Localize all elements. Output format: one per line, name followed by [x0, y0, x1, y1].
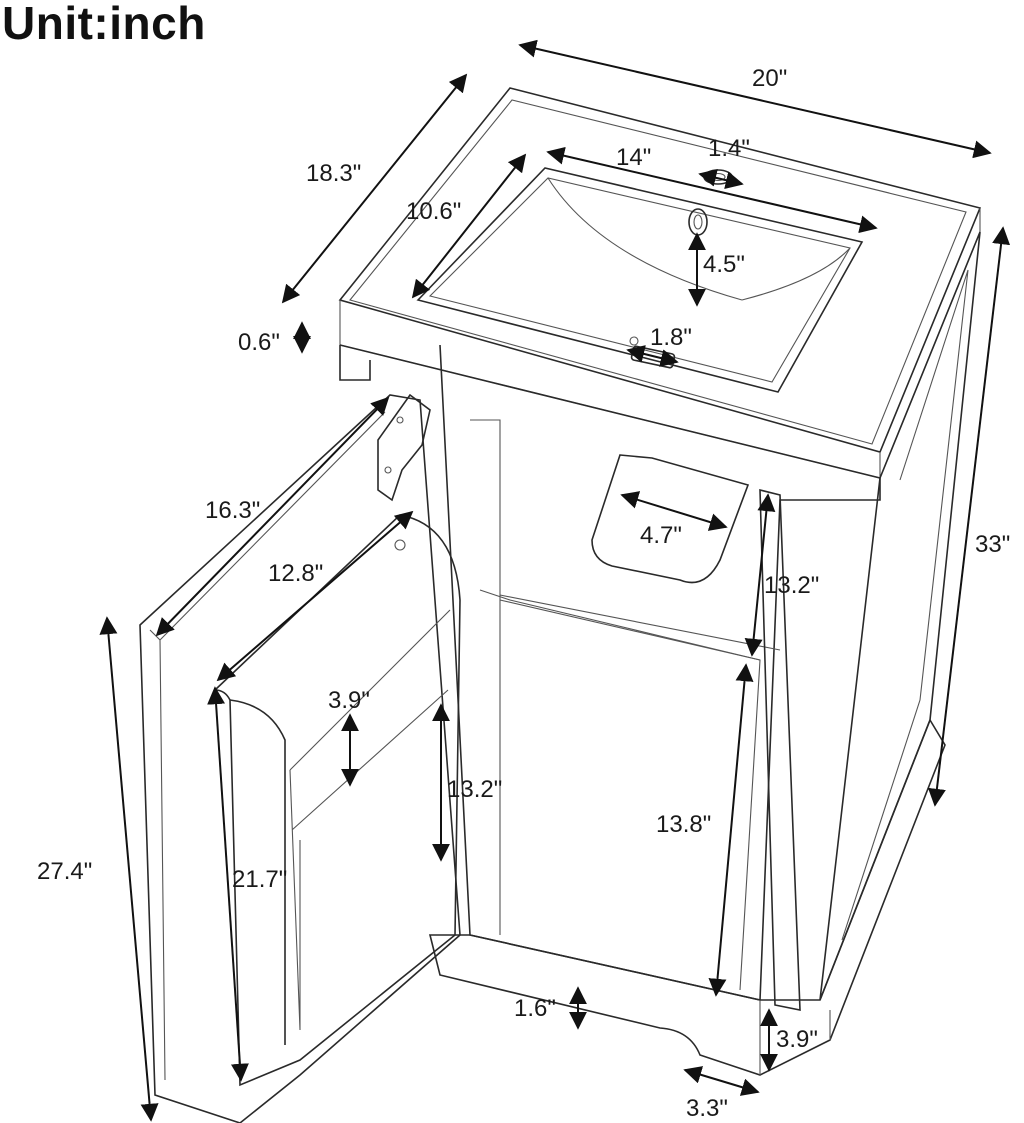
label-overall-depth: 18.3" [306, 160, 361, 187]
dim-line-basin-width [546, 146, 878, 234]
label-faucet-hole: 1.4" [708, 135, 750, 162]
door-hinge [377, 393, 431, 551]
label-rack-height: 21.7" [232, 866, 287, 893]
dim-line-overall-height [927, 226, 1011, 807]
cabinet-side-panel [819, 231, 981, 1001]
unit-title: Unit:inch [2, 0, 206, 49]
label-upper-opening: 13.2" [764, 572, 819, 599]
dim-line-door-height [99, 616, 159, 1122]
dim-line-upper-opening [744, 493, 776, 657]
label-rack-lower: 13.2" [447, 776, 502, 803]
label-cutout-width: 4.7" [640, 522, 682, 549]
dim-line-basin-depth [411, 153, 527, 299]
label-shelf-gap: 3.9" [328, 687, 370, 714]
dimension-labels: 20" 18.3" 14" 1.4" 10.6" 4.5" 0.6" 1.8" … [37, 65, 1010, 1122]
dim-line-overall-width [518, 39, 992, 159]
label-door-height: 27.4" [37, 858, 92, 885]
sink-basin [416, 167, 864, 393]
label-overall-height: 33" [975, 531, 1010, 558]
dim-line-base-recess [683, 1066, 760, 1096]
label-drain: 1.8" [650, 324, 692, 351]
dim-line-rack-width [216, 510, 414, 682]
countertop [338, 87, 982, 479]
dim-line-cutout-width [620, 491, 728, 531]
dim-line-cabinet-opening [708, 663, 754, 997]
label-basin-depth: 10.6" [406, 198, 461, 225]
faucet-hole [703, 169, 733, 185]
door-rack [212, 514, 461, 1087]
label-kick-height: 1.6" [514, 995, 556, 1022]
dim-line-overall-depth [281, 73, 468, 304]
dim-line-rack-height [207, 686, 249, 1082]
dim-line-faucet-hole [698, 168, 744, 190]
label-overall-width: 20" [752, 65, 787, 92]
dimension-lines [99, 39, 1011, 1122]
dim-line-door-width [155, 396, 390, 637]
label-rack-width: 12.8" [268, 560, 323, 587]
cabinet-base [428, 718, 946, 1076]
cabinet-interior [339, 344, 881, 1001]
label-base-recess: 3.3" [686, 1095, 728, 1122]
label-basin-height: 4.5" [703, 251, 745, 278]
label-cabinet-opening: 13.8" [656, 811, 711, 838]
pipe-cutout [591, 454, 750, 584]
dim-line-drain [626, 345, 679, 367]
label-base-height: 3.9" [776, 1026, 818, 1053]
label-basin-width: 14" [616, 144, 651, 171]
label-top-thickness: 0.6" [238, 329, 280, 356]
label-door-width: 16.3" [205, 497, 260, 524]
cabinet-face-frame [339, 345, 801, 1011]
